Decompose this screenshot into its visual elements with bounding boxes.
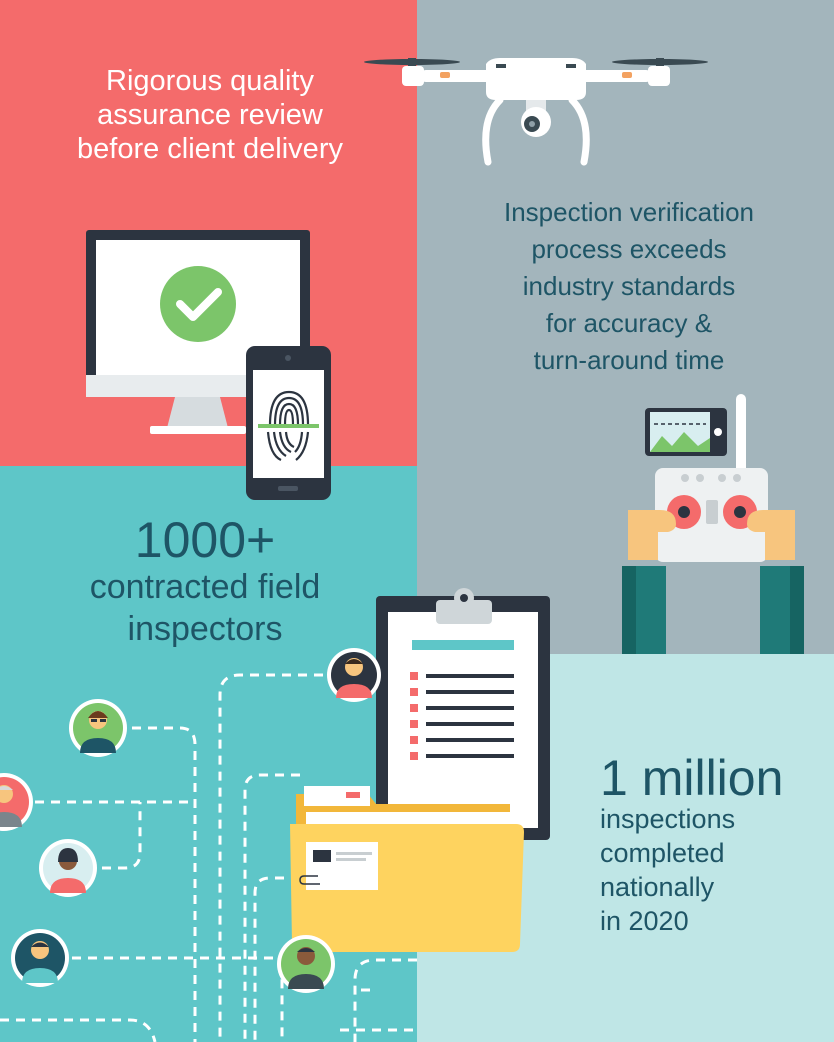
verification-line: for accuracy & <box>545 308 713 338</box>
inspectors-line: inspectors <box>127 610 283 648</box>
clipboard-icon <box>376 588 550 840</box>
quality-review-line: assurance review <box>97 99 323 131</box>
remote-controller-icon <box>622 394 804 654</box>
inspections-count: 1 million <box>600 750 784 806</box>
verification-line: industry standards <box>522 271 736 301</box>
folder-icon <box>290 786 524 952</box>
inspectors-count: 1000+ <box>134 512 276 568</box>
verification-line: turn-around time <box>533 345 725 375</box>
inspections-line: nationally <box>600 872 715 902</box>
inspectors-line: contracted field <box>89 568 321 606</box>
inspections-line: inspections <box>600 804 736 834</box>
quality-review-text: Rigorous quality assurance review before… <box>40 64 380 166</box>
inspections-label: inspections completed nationally in 2020 <box>600 802 820 938</box>
verification-line: process exceeds <box>531 234 727 264</box>
inspector-avatar-icon <box>0 648 381 993</box>
drone-icon <box>364 58 708 166</box>
inspections-line: in 2020 <box>600 906 689 936</box>
inspections-line: completed <box>600 838 725 868</box>
verification-text: Inspection verification process exceeds … <box>470 194 788 379</box>
quality-review-line: Rigorous quality <box>106 65 314 97</box>
inspectors-label: contracted field inspectors <box>40 566 370 650</box>
phone-fingerprint-icon <box>246 346 331 500</box>
verification-line: Inspection verification <box>503 197 755 227</box>
quality-review-line: before client delivery <box>77 133 343 165</box>
